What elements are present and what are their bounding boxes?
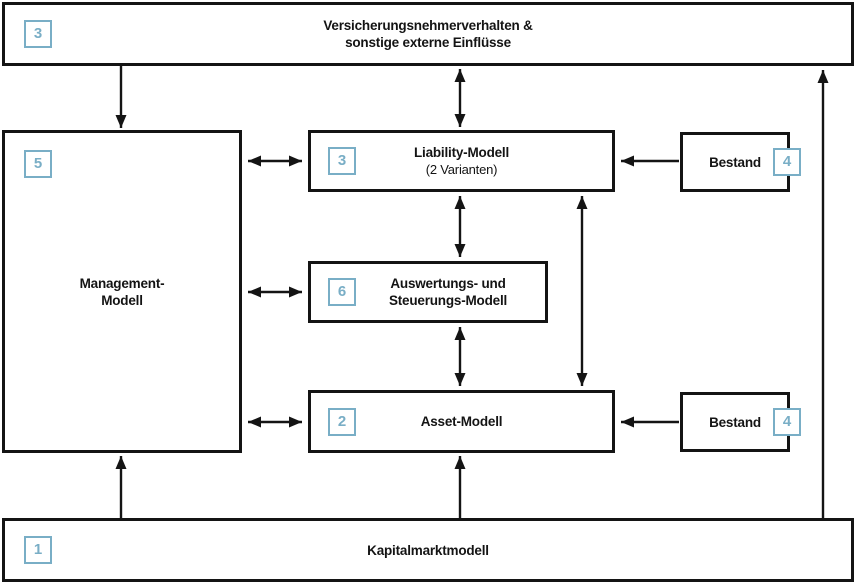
node-label-line1: Management- (79, 275, 165, 291)
badge-number: 3 (24, 20, 52, 48)
node-bestand-top: Bestand 4 (680, 132, 801, 192)
node-label-line1: Auswertungs- und (390, 276, 506, 291)
node-label: Asset-Modell (420, 414, 503, 429)
badge-number: 6 (328, 278, 356, 306)
node-auswertungs-steuerungs-modell: 6 Auswertungs- und Steuerungs-Modell (308, 261, 548, 323)
badge-number: 2 (328, 407, 356, 436)
badge-number: 3 (328, 147, 356, 175)
node-label: Kapitalmarktmodell (367, 542, 489, 558)
badge-number: 4 (773, 408, 801, 436)
node-label: Bestand (709, 154, 761, 170)
node-label-line2: sonstige externe Einflüsse (345, 35, 511, 50)
node-label: Liability-Modell (413, 145, 510, 160)
node-sublabel: (2 Varianten) (425, 162, 498, 177)
node-label: Auswertungs- und Steuerungs-Modell (389, 275, 507, 309)
node-label: Management- Modell (80, 275, 165, 309)
badge-number: 4 (773, 148, 801, 176)
node-bestand-bottom: Bestand 4 (680, 392, 801, 452)
node-liability-modell: 3 Liability-Modell (2 Varianten) (308, 130, 615, 192)
node-kapitalmarktmodell: 1 Kapitalmarktmodell (2, 518, 854, 582)
node-label: Bestand (709, 414, 761, 430)
badge-number: 1 (24, 536, 52, 564)
node-management-modell: 5 Management- Modell (2, 130, 242, 453)
node-external-influences: 3 Versicherungsnehmerverhalten & sonstig… (2, 2, 854, 66)
badge-number: 5 (24, 150, 52, 178)
node-label-line2: Modell (101, 292, 143, 308)
node-label-line1: Versicherungsnehmerverhalten & (323, 18, 533, 33)
node-asset-modell: 2 Asset-Modell (308, 390, 615, 453)
node-label-line2: Steuerungs-Modell (388, 293, 508, 308)
node-label: Versicherungsnehmerverhalten & sonstige … (323, 17, 533, 51)
